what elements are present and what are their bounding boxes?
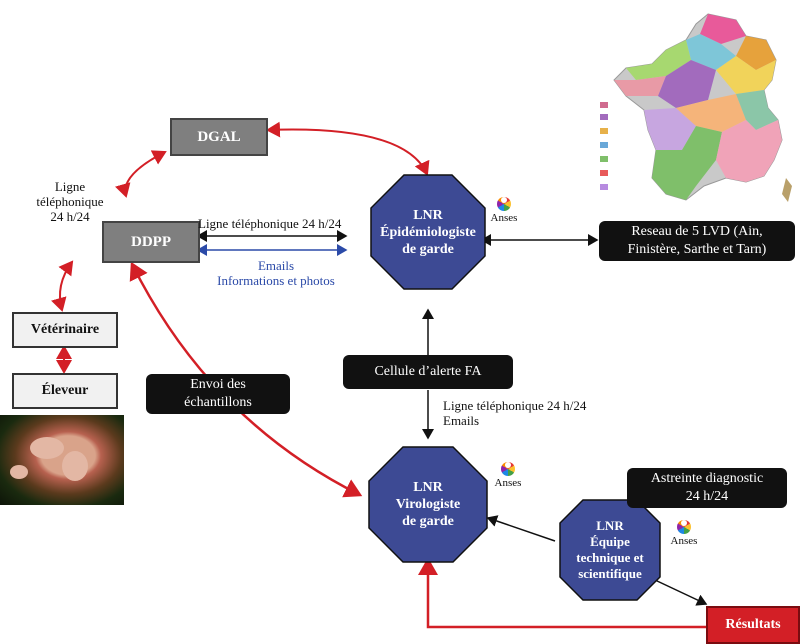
ligne-telephonique-left-label: Ligne téléphonique 24 h/24 <box>36 179 104 224</box>
anses-icon <box>677 520 691 534</box>
astreinte-diagnostic-box: Astreinte diagnostic 24 h/24 <box>627 468 787 508</box>
arrow-ddpp-veterinaire <box>51 260 74 312</box>
ligne-telephonique-top-label: Ligne téléphonique 24 h/24 <box>198 216 342 231</box>
dgal-label: DGAL <box>197 128 241 145</box>
eleveur-label: Éleveur <box>41 383 89 398</box>
dgal-box: DGAL <box>170 118 268 156</box>
resultats-label: Résultats <box>725 617 781 632</box>
octagon-virologiste <box>368 446 488 563</box>
anses-icon <box>501 462 515 476</box>
lesion-photo <box>0 415 124 505</box>
octagon-epidemiologiste <box>370 174 486 290</box>
anses-logo-virologiste: Anses <box>488 458 528 489</box>
anses-icon <box>497 197 511 211</box>
equipe-text: LNR Équipe technique et scientifique <box>576 518 644 581</box>
arrow-resultats-to-virologiste <box>418 557 708 629</box>
arrow-dgal-epidemiologiste <box>266 121 430 176</box>
arrow-equipe-to-resultats <box>654 579 708 606</box>
envoi-echantillons-box: Envoi des échantillons <box>146 374 290 414</box>
france-regions-map-icon <box>596 10 796 210</box>
veterinaire-label: Vétérinaire <box>30 322 100 337</box>
eleveur-box: Éleveur <box>12 373 118 409</box>
anses-logo-epidemiologiste: Anses <box>484 193 524 224</box>
arrow-dgal-ddpp <box>115 150 167 198</box>
virologiste-text: LNR Virologiste de garde <box>395 480 461 529</box>
anses-logo-equipe: Anses <box>664 516 704 547</box>
emails-info-label: Emails Informations et photos <box>217 258 335 288</box>
veterinaire-box: Vétérinaire <box>12 312 118 348</box>
resultats-box: Résultats <box>706 606 800 644</box>
ddpp-label: DDPP <box>131 233 171 250</box>
ddpp-box: DDPP <box>102 221 200 263</box>
ligne-telephonique-emails-label: Ligne téléphonique 24 h/24 Emails <box>443 398 587 428</box>
epidemiologiste-text: LNR Épidémiologiste de garde <box>380 207 476 257</box>
reseau-lvd-box: Reseau de 5 LVD (Ain, Finistère, Sarthe … <box>599 221 795 261</box>
arrow-equipe-to-virologiste <box>486 515 556 542</box>
cellule-alerte-box: Cellule d’alerte FA <box>343 355 513 389</box>
